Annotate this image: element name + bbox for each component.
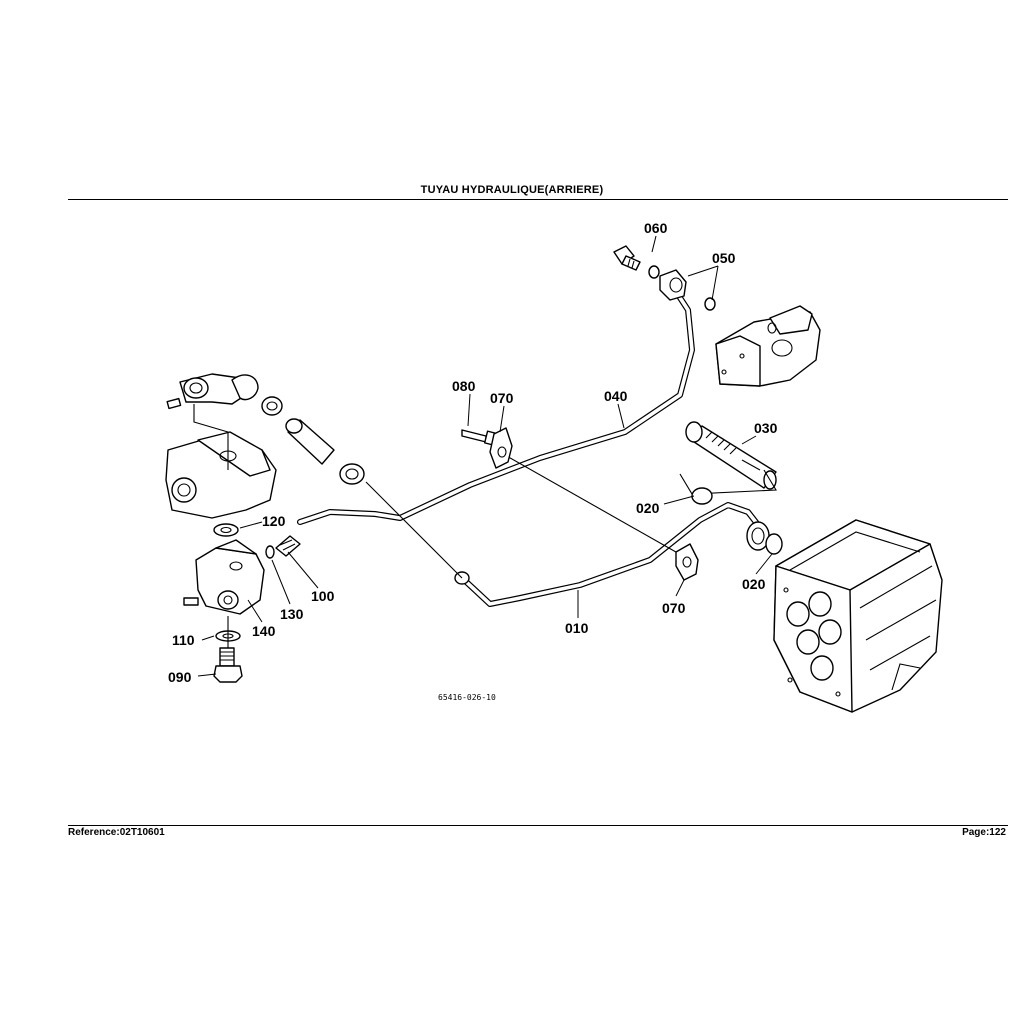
bolt-080[interactable] [461,429,497,446]
seal-washer-050a[interactable] [648,265,660,279]
header-divider [68,199,1008,200]
callout-120: 120 [262,513,286,529]
valve-block-140[interactable] [183,539,265,615]
o-ring-130[interactable] [265,545,275,559]
callout-050: 050 [712,250,736,266]
strainer-bracket [679,469,777,495]
valve-centre-line [193,404,229,470]
callout-010: 010 [565,620,589,636]
o-ring-020-left[interactable] [691,487,713,505]
hydraulic-pump[interactable] [715,305,821,387]
hose-fitting-upper-left[interactable] [166,373,259,410]
callout-020-right: 020 [742,576,766,592]
page-title: TUYAU HYDRAULIQUE(ARRIERE) [420,184,604,196]
assembly-line [365,481,463,579]
callout-020-left: 020 [636,500,660,516]
clamp-070-upper[interactable] [489,427,513,469]
hose-clamp-ring [261,396,283,416]
banjo-fitting [659,269,687,301]
callout-130: 130 [280,606,304,622]
callout-040: 040 [604,388,628,404]
clamp-070-lower[interactable] [675,543,699,581]
fitting-bolt-060[interactable] [613,245,641,271]
callout-140: 140 [252,623,276,639]
callout-110: 110 [172,632,195,648]
callout-060: 060 [644,220,668,236]
callout-100: 100 [311,588,335,604]
callout-080: 080 [452,378,476,394]
transmission-case[interactable] [773,519,943,713]
pipe-040[interactable] [297,287,695,525]
connector-100[interactable] [275,535,301,557]
hose-clamp [339,463,365,485]
strainer-030[interactable] [685,421,777,490]
leader-lines [197,235,773,677]
callout-030: 030 [754,420,778,436]
page-number: Page:122 [962,827,1006,838]
o-ring-020-right[interactable] [765,533,783,555]
reference-number: Reference:02T10601 [68,827,165,838]
footer-divider [68,825,1008,826]
callout-070-lower: 070 [662,600,686,616]
assembly-line-clamp [504,454,691,561]
drawing-code: 65416-026-10 [438,693,496,702]
bolt-090[interactable] [213,647,243,683]
pipe-010[interactable] [454,502,765,607]
valve-housing[interactable] [165,431,277,519]
seal-washer-050b[interactable] [704,297,716,311]
callout-070-upper: 070 [490,390,514,406]
callout-090: 090 [168,669,192,685]
washer-120[interactable] [213,523,239,537]
hose-sleeve [285,418,335,465]
